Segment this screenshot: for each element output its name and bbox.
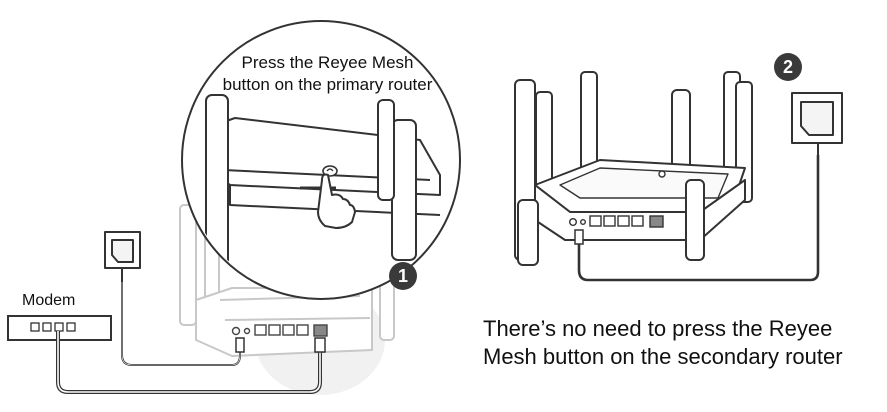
power-plug-secondary bbox=[574, 229, 584, 245]
zoom-caption-line1: Press the Reyee Mesh bbox=[241, 53, 414, 72]
power-adapter-primary bbox=[104, 231, 141, 282]
secondary-router-ports bbox=[569, 215, 664, 228]
power-cable-secondary bbox=[577, 155, 820, 282]
primary-router-ports bbox=[231, 324, 328, 337]
note-line1: There’s no need to press the Reyee bbox=[483, 316, 833, 341]
zoom-callout bbox=[181, 20, 461, 300]
ethernet-plug bbox=[314, 337, 326, 353]
zoom-caption-line2: button on the primary router bbox=[222, 75, 433, 94]
step-1-badge: 1 bbox=[389, 262, 417, 290]
secondary-router-note: There’s no need to press the Reyee Mesh … bbox=[483, 315, 843, 371]
modem-label: Modem bbox=[22, 292, 76, 309]
zoom-caption: Press the Reyee Mesh button on the prima… bbox=[200, 52, 455, 96]
step-2-badge: 2 bbox=[774, 53, 802, 81]
power-plug-primary bbox=[235, 337, 245, 353]
secondary-router bbox=[514, 71, 753, 266]
note-line2: Mesh button on the secondary router bbox=[483, 344, 843, 369]
power-adapter-secondary bbox=[791, 92, 843, 155]
